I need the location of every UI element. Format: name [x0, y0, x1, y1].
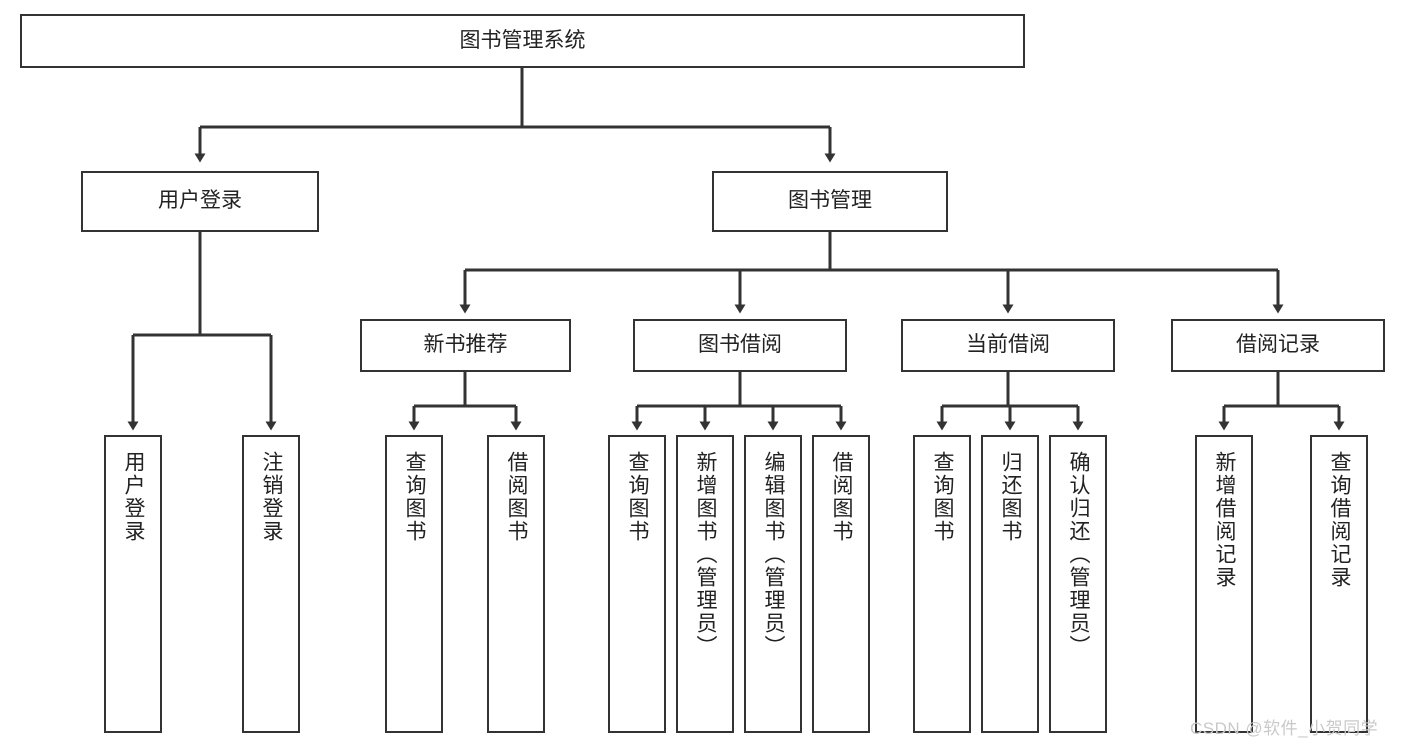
node-book-manage-label: 图书管理	[788, 189, 872, 213]
node-leaf-add-book-label: 新增图书（管理员）	[694, 451, 718, 658]
node-leaf-add-record[interactable]: 新增借阅记录	[1195, 435, 1253, 733]
node-leaf-add-book[interactable]: 新增图书（管理员）	[676, 435, 734, 733]
node-leaf-query-record-label: 查询借阅记录	[1328, 451, 1352, 589]
node-leaf-borrow-book-2[interactable]: 借阅图书	[812, 435, 870, 733]
node-user-login[interactable]: 用户登录	[81, 171, 319, 232]
node-leaf-query-book-3[interactable]: 查询图书	[913, 435, 971, 733]
node-leaf-query-record[interactable]: 查询借阅记录	[1310, 435, 1368, 733]
node-leaf-query-book-2-label: 查询图书	[626, 451, 650, 543]
node-leaf-borrow-book-2-label: 借阅图书	[830, 451, 854, 543]
node-leaf-borrow-book-1-label: 借阅图书	[505, 451, 529, 543]
node-leaf-query-book-2[interactable]: 查询图书	[608, 435, 666, 733]
node-leaf-query-book-1-label: 查询图书	[403, 451, 427, 543]
node-leaf-return-book-label: 归还图书	[999, 451, 1023, 543]
node-leaf-query-book-1[interactable]: 查询图书	[385, 435, 443, 733]
node-leaf-confirm-return[interactable]: 确认归还（管理员）	[1049, 435, 1107, 733]
node-new-book-rec[interactable]: 新书推荐	[360, 319, 571, 372]
node-leaf-user-login[interactable]: 用户登录	[104, 435, 162, 733]
node-user-login-label: 用户登录	[158, 189, 242, 213]
node-book-borrow[interactable]: 图书借阅	[633, 319, 847, 372]
node-leaf-user-logout[interactable]: 注销登录	[242, 435, 300, 733]
watermark: CSDN @软件_小贺同学	[1190, 719, 1379, 738]
node-leaf-add-record-label: 新增借阅记录	[1213, 451, 1237, 589]
node-book-borrow-label: 图书借阅	[698, 333, 782, 357]
node-leaf-edit-book[interactable]: 编辑图书（管理员）	[744, 435, 802, 733]
node-leaf-edit-book-label: 编辑图书（管理员）	[762, 451, 786, 658]
node-leaf-user-logout-label: 注销登录	[260, 451, 284, 543]
node-current-borrow-label: 当前借阅	[966, 333, 1050, 357]
node-leaf-borrow-book-1[interactable]: 借阅图书	[487, 435, 545, 733]
node-book-manage[interactable]: 图书管理	[712, 171, 948, 232]
node-borrow-record[interactable]: 借阅记录	[1171, 319, 1385, 372]
node-root-label: 图书管理系统	[459, 28, 586, 52]
node-leaf-confirm-return-label: 确认归还（管理员）	[1067, 451, 1091, 658]
node-current-borrow[interactable]: 当前借阅	[901, 319, 1115, 372]
node-leaf-user-login-label: 用户登录	[122, 451, 146, 543]
node-root[interactable]: 图书管理系统	[20, 14, 1025, 68]
node-borrow-record-label: 借阅记录	[1236, 333, 1320, 357]
node-leaf-return-book[interactable]: 归还图书	[981, 435, 1039, 733]
node-new-book-rec-label: 新书推荐	[423, 333, 508, 357]
node-leaf-query-book-3-label: 查询图书	[931, 451, 955, 543]
